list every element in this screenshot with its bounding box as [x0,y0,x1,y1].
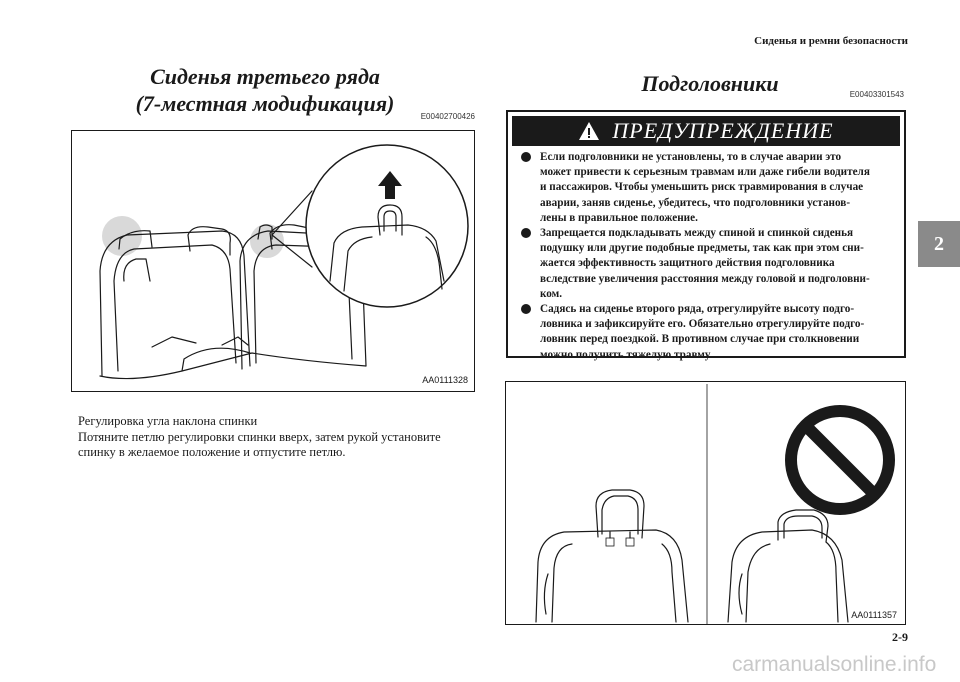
headrest-figure: AA0111357 [505,381,906,625]
warning-line: ком. [540,287,563,300]
page-number: 2-9 [892,630,908,644]
warning-line: можно получить тяжелую травму. [540,348,713,361]
right-section-code: E00403301543 [849,90,904,99]
left-section-code: E00402700426 [420,112,475,121]
warning-line: Садясь на сиденье второго ряда, отрегули… [540,303,855,316]
caption-line2: спинку в желаемое положение и отпустите … [78,445,346,459]
chapter-tab[interactable]: 2 [918,221,960,267]
caption-title: Регулировка угла наклона спинки [78,414,258,428]
page-header: Сиденья и ремни безопасности [754,35,908,47]
warning-line: Если подголовники не установлены, то в с… [540,151,842,163]
warning-line: вследствие увеличения расстояния между г… [540,272,870,285]
warning-line: может привести к серьезным травмам или д… [540,166,870,179]
warning-line: подушку или другие подобные предметы, та… [540,242,864,255]
warning-line: ловник перед поездкой. В противном случа… [540,333,860,346]
warning-list: Если подголовники не установлены, то в с… [508,150,904,363]
left-title-line2: (7-местная модификация) [135,91,395,116]
bullet-icon [521,228,531,239]
right-figure-id: AA0111357 [849,610,899,620]
warning-item: Если подголовники не установлены, то в с… [521,150,892,226]
warning-line: Запрещается подкладывать между спиной и … [540,227,854,240]
left-figure-id: AA0111328 [420,375,470,385]
warning-line: жается эффективность защитного действия … [540,257,835,270]
left-section-title: Сиденья третьего ряда (7-местная модифик… [95,63,435,117]
warning-triangle-icon [579,122,600,140]
seat-recline-figure: AA0111328 [71,130,475,392]
third-row-seat-illustration [99,144,469,380]
bullet-icon [521,304,531,315]
warning-line: аварии, заняв сиденье, убедитесь, что по… [540,196,851,209]
warning-line: ловника и зафиксируйте его. Обязательно … [540,318,865,331]
bullet-icon [521,152,531,162]
right-section-title: Подголовники [641,71,779,96]
warning-line: лены в правильное положение. [540,211,698,224]
headrest-illustration [535,384,895,624]
watermark-text[interactable]: carmanualsonline.info [732,653,937,676]
warning-title: ПРЕДУПРЕЖДЕНИЕ [612,118,834,143]
caption-line1: Потяните петлю регулировки спинки вверх,… [78,429,441,444]
warning-item: Запрещается подкладывать между спиной и … [521,226,892,302]
warning-item: Садясь на сиденье второго ряда, отрегули… [521,302,892,363]
left-title-line1: Сиденья третьего ряда [150,64,380,89]
warning-box: ПРЕДУПРЕЖДЕНИЕ Если подголовники не уста… [506,110,906,361]
warning-line: и пассажиров. Чтобы уменьшить риск травм… [540,181,864,194]
warning-header: ПРЕДУПРЕЖДЕНИЕ [512,116,900,146]
recline-caption: Регулировка угла наклона спинки Потяните… [78,414,488,461]
